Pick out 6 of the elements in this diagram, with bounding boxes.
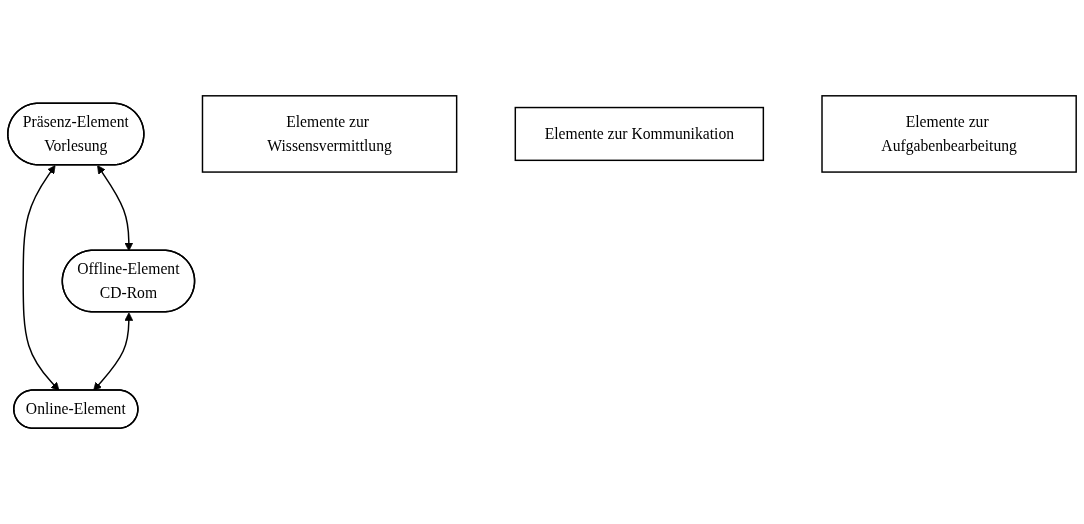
arrow: [93, 312, 134, 391]
arrow: [97, 165, 134, 252]
arrow: [22, 165, 60, 391]
node-box: Elemente zur Kommunikation: [514, 106, 765, 162]
node-box: Elemente zur Aufgabenbearbeitung: [821, 95, 1077, 173]
node-box: Elemente zur Wissensvermittlung: [201, 95, 458, 173]
